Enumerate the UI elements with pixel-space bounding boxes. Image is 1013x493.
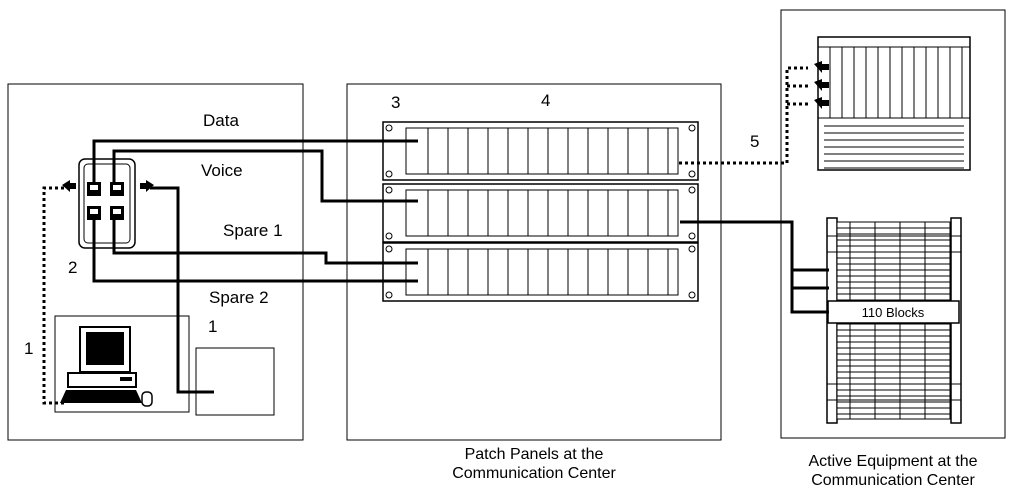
wall-outlet: [78, 158, 136, 249]
callout-5: 5: [750, 132, 759, 151]
computer-box: [54, 315, 190, 413]
callout-1-phone: 1: [208, 317, 217, 336]
voice-label: Voice: [201, 161, 243, 180]
active-caption-line2: Communication Center: [811, 472, 975, 489]
patch-caption-line2: Communication Center: [452, 465, 616, 482]
patch-cords: [42, 66, 808, 405]
patch-caption-line1: Patch Panels at the: [465, 446, 604, 463]
hub-lines: [824, 47, 964, 169]
patch-panel-port-dividers: [427, 128, 669, 295]
spare1-cable: [112, 220, 418, 265]
plug-icon: [62, 61, 829, 192]
spare2-cable: [92, 220, 418, 283]
blocks-label: 110 Blocks: [862, 305, 925, 320]
voice-cable: [112, 149, 418, 203]
computer-icon: [60, 326, 153, 407]
work-area-box: [7, 83, 304, 441]
active-caption-line1: Active Equipment at the: [809, 453, 978, 470]
phone-cable: [150, 186, 214, 394]
callout-1-left: 1: [24, 339, 33, 358]
spare2-label: Spare 2: [209, 288, 269, 307]
hub-patch-cord: [679, 66, 808, 165]
computer-patch-cord: [42, 186, 66, 405]
phone-box: [195, 347, 275, 416]
block-cable: [680, 220, 829, 314]
patch-panel-3: [382, 242, 699, 302]
punch-block-lines: [827, 222, 961, 419]
spare1-label: Spare 1: [223, 221, 283, 240]
patch-panel-2: [382, 183, 699, 243]
data-cable: [92, 139, 418, 182]
active-equipment-box: [780, 9, 1006, 439]
data-label: Data: [203, 111, 239, 130]
patch-panel-1: [382, 121, 699, 181]
callout-4: 4: [541, 91, 550, 110]
cables: [92, 139, 829, 394]
network-hub: [817, 36, 971, 171]
callout-3: 3: [391, 93, 400, 112]
callout-2: 2: [68, 258, 77, 277]
